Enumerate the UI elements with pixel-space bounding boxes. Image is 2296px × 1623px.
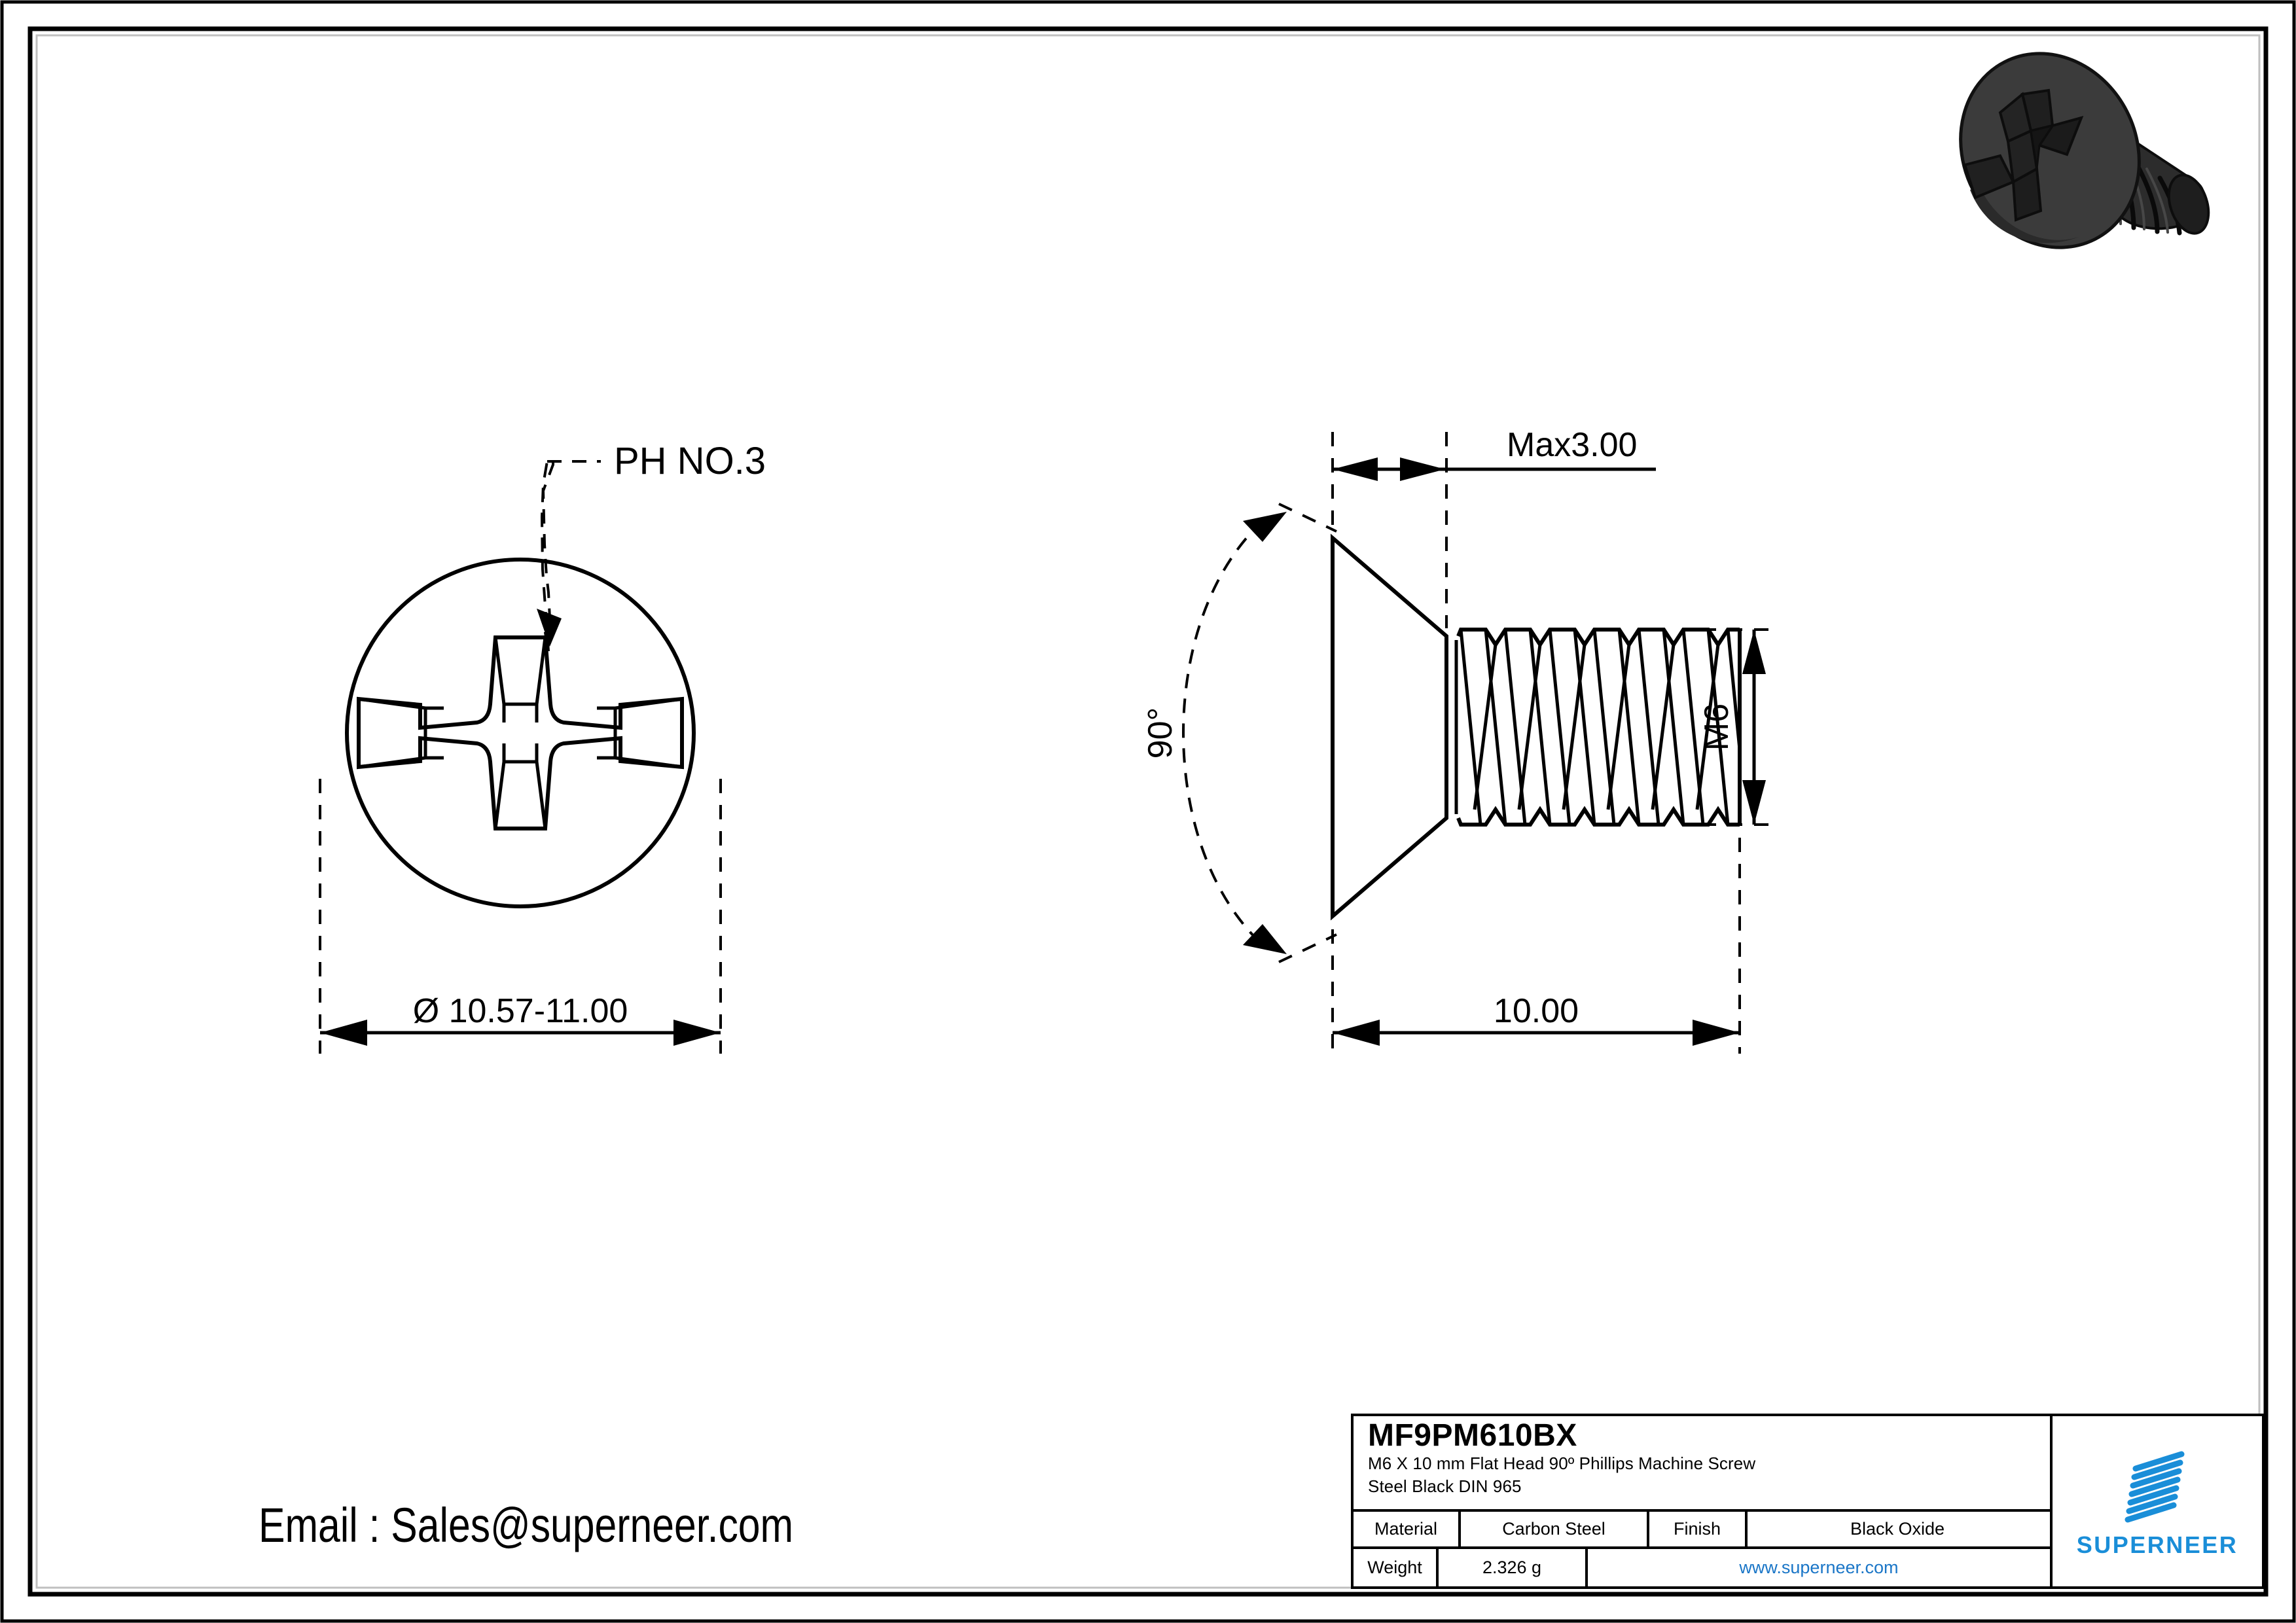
part-3d-render	[1959, 52, 2210, 249]
title-block-row-material: Material Carbon Steel Finish Black Oxide	[1354, 1512, 2050, 1550]
recess-facet-right-top	[597, 697, 683, 710]
head-outline-circle	[345, 558, 696, 908]
head-height-arrow-left	[1333, 457, 1378, 481]
head-countersink-profile	[1331, 533, 1448, 921]
front-view: PH NO.3 Ø 10.57-11.00	[319, 440, 766, 1054]
recess-facet-right-bottom	[597, 756, 683, 769]
m6-arrow-top	[1742, 630, 1766, 674]
title-block-row-weight: Weight 2.326 g www.superneer.com	[1354, 1549, 2050, 1586]
shank-end-face	[2167, 173, 2210, 235]
recess-facet-bottom-left	[493, 743, 506, 829]
material-label: Material	[1354, 1512, 1461, 1547]
weight-label: Weight	[1354, 1549, 1439, 1586]
dia-arrow-left	[320, 1020, 367, 1046]
length-arrow-left	[1333, 1020, 1380, 1046]
head-angle-label: 90°	[1141, 707, 1179, 759]
part-description-line-2: Steel Black DIN 965	[1368, 1476, 1522, 1497]
recess-callout-label: PH NO.3	[614, 440, 766, 482]
head-height-arrow-right	[1400, 457, 1445, 481]
dia-arrow-right	[673, 1020, 721, 1046]
head-angle-arrow-bottom	[1243, 924, 1287, 954]
recess-center-pocket	[2030, 124, 2055, 169]
finish-label: Finish	[1649, 1512, 1748, 1547]
brand-block: SUPERNEER	[2053, 1416, 2262, 1586]
phillips-recess-outline	[357, 635, 684, 830]
finish-value: Black Oxide	[1850, 1519, 1945, 1539]
sheet-frame-inner	[35, 34, 2261, 1589]
head-angle-arrow-top	[1243, 512, 1287, 542]
recess-callout-leader	[541, 461, 554, 649]
recess-callout-arrowhead	[537, 609, 562, 647]
dia-dimension-label: Ø 10.57-11.00	[413, 992, 628, 1030]
head-angle-arc	[1181, 519, 1265, 947]
superneer-logo-icon	[2125, 1451, 2185, 1523]
part-description-line-1: M6 X 10 mm Flat Head 90º Phillips Machin…	[1368, 1454, 1756, 1473]
recess-facet-left-top	[358, 697, 444, 710]
title-block: MF9PM610BX M6 X 10 mm Flat Head 90º Phil…	[1351, 1414, 2265, 1589]
length-arrow-right	[1693, 1020, 1740, 1046]
thread-crest-lower	[1456, 806, 1740, 827]
length-label: 10.00	[1494, 992, 1579, 1030]
recess-wing-bottom	[2011, 166, 2043, 222]
website-link[interactable]: www.superneer.com	[1739, 1558, 1899, 1578]
part-number: MF9PM610BX	[1368, 1418, 1577, 1453]
material-value: Carbon Steel	[1461, 1512, 1649, 1547]
thread-helix-lines	[1459, 629, 1742, 825]
head-height-label: Max3.00	[1507, 426, 1637, 464]
head-angle-ext-top	[1278, 503, 1337, 533]
recess-facet-left-bottom	[358, 756, 444, 769]
head-angle-ext-bottom	[1278, 933, 1337, 963]
thread-crest-upper	[1456, 628, 1740, 649]
sheet-frame	[27, 26, 2269, 1597]
side-view: Max3.00 90° M6 10.00	[1141, 426, 1775, 1054]
recess-facet-top-right	[535, 637, 547, 722]
m6-arrow-bottom	[1742, 780, 1766, 825]
recess-facet-top-left	[493, 637, 506, 722]
render-phillips-recess	[1963, 88, 2084, 222]
m6-label: M6	[1698, 704, 1736, 751]
brand-name: SUPERNEER	[2076, 1531, 2238, 1558]
title-block-description: MF9PM610BX M6 X 10 mm Flat Head 90º Phil…	[1354, 1416, 2050, 1512]
recess-facet-bottom-right	[535, 743, 547, 829]
website-cell[interactable]: www.superneer.com	[1588, 1549, 2050, 1586]
email-contact-line: Email : Sales@superneer.com	[259, 1498, 794, 1552]
weight-value: 2.326 g	[1439, 1549, 1588, 1586]
title-block-left: MF9PM610BX M6 X 10 mm Flat Head 90º Phil…	[1354, 1416, 2053, 1586]
